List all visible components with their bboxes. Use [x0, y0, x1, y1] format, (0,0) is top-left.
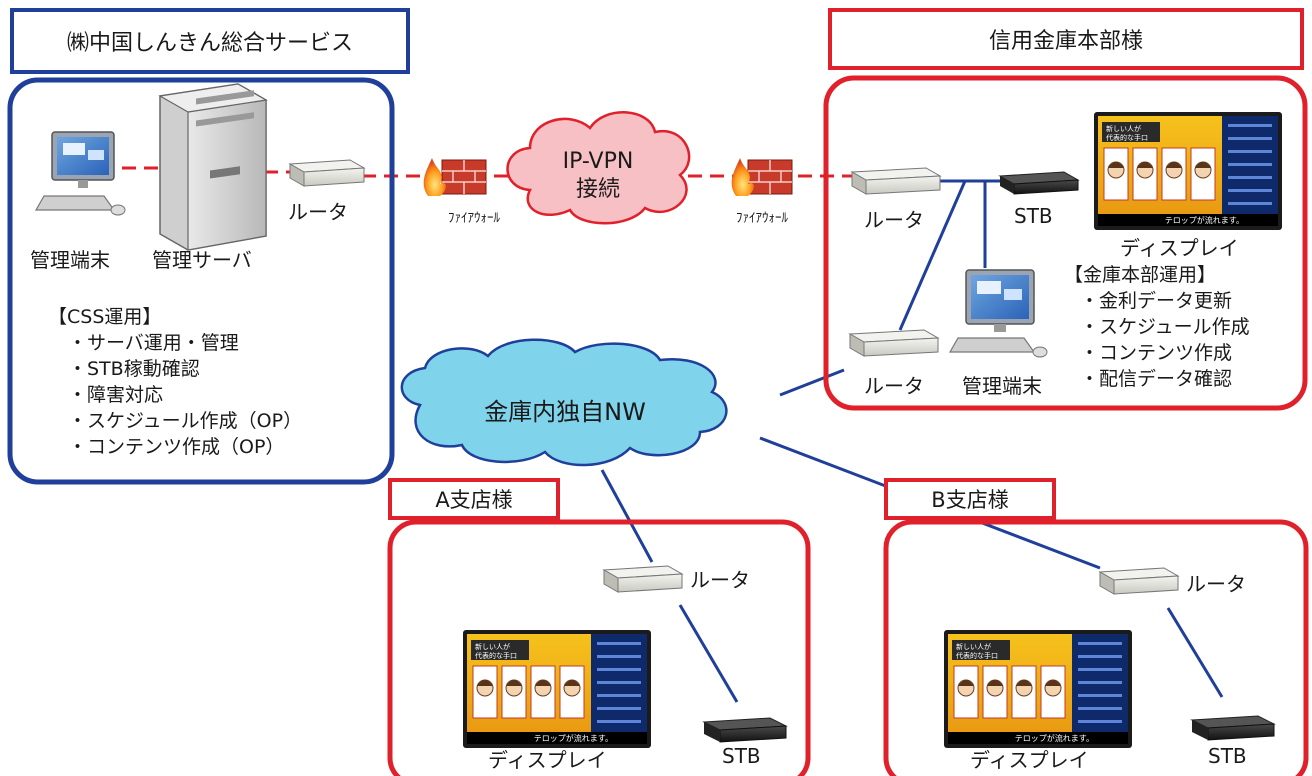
firewall-left-icon — [423, 158, 487, 196]
hq-frame — [823, 75, 1308, 411]
css-ops-heading: 【CSS運用】 — [48, 306, 162, 328]
css-ops-item: ・コンテンツ作成（OP） — [68, 436, 285, 458]
css-ops-item: ・STB稼動確認 — [68, 358, 200, 380]
hq-terminal-icon — [948, 269, 1048, 358]
branch-a-display-label: ディスプレイ — [488, 748, 607, 772]
branch-b-stb-label: STB — [1208, 744, 1247, 768]
hq-router-top-icon — [850, 167, 942, 195]
hq-stb-icon — [998, 171, 1080, 195]
screen-headline: 新しい人が — [956, 642, 991, 651]
screen-ticker: テロップが流れます。 — [1015, 733, 1094, 743]
branch-b-title: B支店様 — [884, 478, 1056, 520]
css-ops-item: ・スケジュール作成（OP） — [68, 410, 303, 432]
branch-a-title: A支店様 — [388, 478, 560, 520]
hq-stb-label: STB — [1014, 204, 1053, 228]
branch-b-stb-icon — [1190, 715, 1276, 741]
branch-a-stb-icon — [702, 717, 788, 743]
hq-router-bottom-label: ルータ — [864, 374, 924, 398]
hq-terminal-label: 管理端末 — [962, 374, 1042, 398]
branch-a-router-label: ルータ — [690, 568, 750, 592]
branch-a-router-icon — [602, 565, 684, 593]
internal-nw-cloud — [400, 338, 728, 467]
firewall-right-icon — [731, 158, 793, 196]
branch-b-router-icon — [1098, 567, 1180, 595]
management-server-icon — [158, 83, 268, 251]
branch-a-frame — [387, 519, 811, 776]
screen-headline: 新しい人が — [1106, 124, 1141, 133]
css-router-label: ルータ — [288, 200, 348, 224]
hq-ops-list: 【金庫本部運用】 ・金利データ更新 ・スケジュール作成 ・コンテンツ作成 ・配信… — [1064, 262, 1250, 392]
link-b-router-stb — [1166, 607, 1224, 698]
hq-router-bottom-icon — [848, 329, 940, 357]
screen-ticker: テロップが流れます。 — [534, 733, 613, 743]
screen-ticker: テロップが流れます。 — [1165, 215, 1244, 225]
screen-headline: 代表的な手口 — [1106, 133, 1148, 142]
css-title: ㈱中国しんきん総合サービス — [10, 8, 410, 74]
link-a-router-stb — [678, 604, 739, 703]
branch-a-stb-label: STB — [722, 744, 761, 768]
internal-nw-label: 金庫内独自NW — [484, 398, 646, 426]
vpn-label-line2: 接続 — [576, 177, 620, 202]
css-ops-item: ・サーバ運用・管理 — [68, 332, 239, 354]
branch-b-display-label: ディスプレイ — [970, 748, 1089, 772]
firewall-right-label: ﾌｧｲｱｳｫｰﾙ — [736, 211, 789, 226]
hq-ops-item: ・金利データ更新 — [1080, 290, 1233, 312]
branch-b-frame — [883, 519, 1309, 776]
link-hub-router2 — [898, 180, 967, 331]
css-server-label: 管理サーバ — [152, 248, 252, 272]
screen-headline: 新しい人が — [475, 642, 510, 651]
management-terminal-icon — [34, 131, 126, 216]
css-ops-item: ・障害対応 — [68, 384, 164, 406]
branch-b-router-label: ルータ — [1186, 572, 1246, 596]
link-router2-nw — [779, 368, 845, 397]
hq-title: 信用金庫本部様 — [828, 8, 1304, 70]
hq-router-top-label: ルータ — [864, 208, 924, 232]
css-router-icon — [288, 159, 366, 187]
css-frame — [7, 77, 395, 485]
vpn-label-line1: IP-VPN — [563, 149, 634, 174]
hq-ops-item: ・スケジュール作成 — [1080, 316, 1250, 338]
css-ops-list: 【CSS運用】 ・サーバ運用・管理 ・STB稼動確認 ・障害対応 ・スケジュール… — [48, 304, 302, 460]
hq-display-label: ディスプレイ — [1120, 236, 1239, 260]
screen-headline: 代表的な手口 — [475, 651, 517, 660]
hq-ops-heading: 【金庫本部運用】 — [1064, 264, 1217, 286]
link-nw-branch-a — [600, 469, 654, 563]
blue-links — [600, 179, 1224, 703]
screen-headline: 代表的な手口 — [956, 651, 998, 660]
hq-ops-item: ・配信データ確認 — [1080, 368, 1233, 390]
css-terminal-label: 管理端末 — [30, 248, 110, 272]
vpn-cloud — [506, 111, 691, 225]
hq-ops-item: ・コンテンツ作成 — [1080, 342, 1233, 364]
firewall-left-label: ﾌｧｲｱｳｫｰﾙ — [448, 211, 501, 226]
